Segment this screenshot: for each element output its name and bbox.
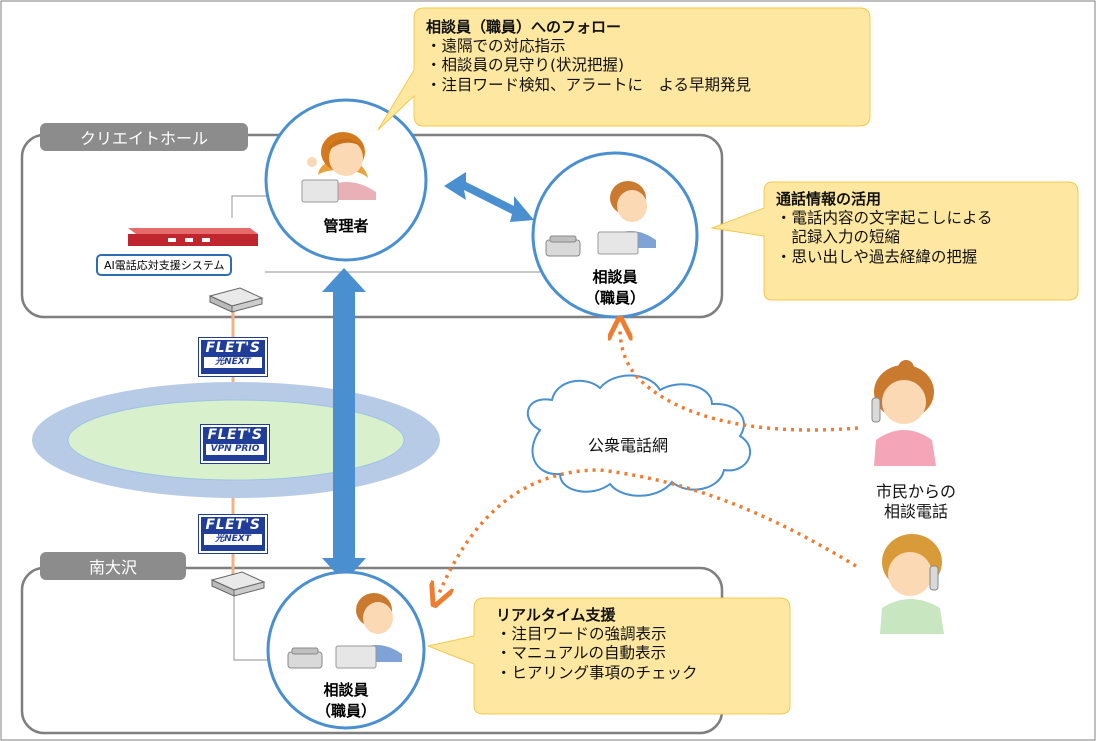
call-info-callout-title: 通話情報の活用 — [776, 190, 882, 208]
realtime-callout-item: ・ヒアリング事項のチェック — [496, 663, 698, 682]
manager-staff-horizontal-arrow — [444, 172, 534, 222]
realtime-callout-title: リアルタイム支援 — [496, 606, 616, 624]
public-network-cloud — [526, 374, 752, 497]
manager-staff-vertical-arrow — [322, 268, 366, 582]
staff-top-figure — [545, 181, 656, 257]
manager-callout-item: ・相談員の見守り(状況把握) — [426, 56, 625, 75]
citizen-bottom-figure — [880, 534, 944, 634]
staff-bottom-label-line2: （職員） — [315, 702, 376, 720]
flets-hikari-bottom-badge: FLET'S 光NEXT — [199, 515, 267, 553]
location-tag-minami-osawa: 南大沢 — [40, 552, 186, 580]
router-top — [208, 287, 264, 313]
citizens-label: 市民からの 相談電話 — [866, 482, 966, 522]
manager-label: 管理者 — [323, 217, 369, 235]
staff-top-label: 相談員 （職員） — [575, 266, 655, 308]
citizens-label-line1: 市民からの — [875, 482, 956, 501]
citizens-label-line2: 相談電話 — [883, 502, 948, 521]
call-info-callout-text: 通話情報の活用 ・電話内容の文字起こしによる 記録入力の短縮 ・思い出しや過去経… — [776, 190, 993, 267]
manager-callout-item: ・遠隔での対応指示 — [426, 36, 566, 55]
ai-system-label: AI電話応対支援システム — [96, 254, 233, 276]
router-bottom — [210, 571, 266, 597]
manager-figure — [301, 132, 376, 203]
ai-system-device — [128, 228, 258, 246]
call-arrow-bottom — [438, 468, 857, 596]
staff-bottom-label-line1: 相談員 — [323, 681, 369, 699]
realtime-callout-text: リアルタイム支援 ・注目ワードの強調表示 ・マニュアルの自動表示 ・ヒアリング事… — [496, 606, 698, 683]
staff-bottom-figure — [287, 593, 402, 669]
flets-sub: 光NEXT — [204, 534, 262, 545]
flets-brand: FLET'S — [207, 427, 263, 443]
flets-sub: 光NEXT — [204, 357, 262, 368]
staff-top-label-line2: （職員） — [584, 289, 645, 307]
call-info-callout-item: ・思い出しや過去経緯の把握 — [776, 247, 978, 266]
manager-callout-title: 相談員（職員）へのフォロー — [426, 18, 622, 36]
flets-vpn-badge: FLET'S VPN PRIO — [201, 425, 269, 463]
citizen-top-figure — [871, 360, 936, 466]
manager-callout-bubble — [377, 7, 871, 131]
flets-sub: VPN PRIO — [206, 444, 264, 455]
call-info-callout-item: 記録入力の短縮 — [776, 228, 901, 247]
flets-brand: FLET'S — [205, 340, 261, 356]
public-network-label: 公衆電話網 — [588, 436, 669, 455]
flets-brand: FLET'S — [205, 517, 261, 533]
realtime-callout-bubble — [426, 597, 791, 715]
location-tag-create-hall: クリエイトホール — [40, 123, 248, 151]
call-info-callout-bubble — [710, 181, 1079, 301]
realtime-callout-item: ・注目ワードの強調表示 — [496, 624, 667, 643]
staff-top-label-line1: 相談員 — [592, 268, 638, 286]
manager-callout-item: ・注目ワード検知、アラートに よる早期発見 — [426, 75, 752, 94]
call-info-callout-item: ・電話内容の文字起こしによる — [776, 208, 993, 227]
manager-circle — [264, 98, 428, 262]
call-arrow-top — [620, 328, 859, 432]
realtime-callout-item: ・マニュアルの自動表示 — [496, 644, 667, 663]
flets-hikari-top-badge: FLET'S 光NEXT — [199, 338, 267, 376]
manager-callout-text: 相談員（職員）へのフォロー ・遠隔での対応指示 ・相談員の見守り(状況把握) ・… — [426, 18, 751, 95]
staff-bottom-label: 相談員 （職員） — [306, 679, 386, 721]
